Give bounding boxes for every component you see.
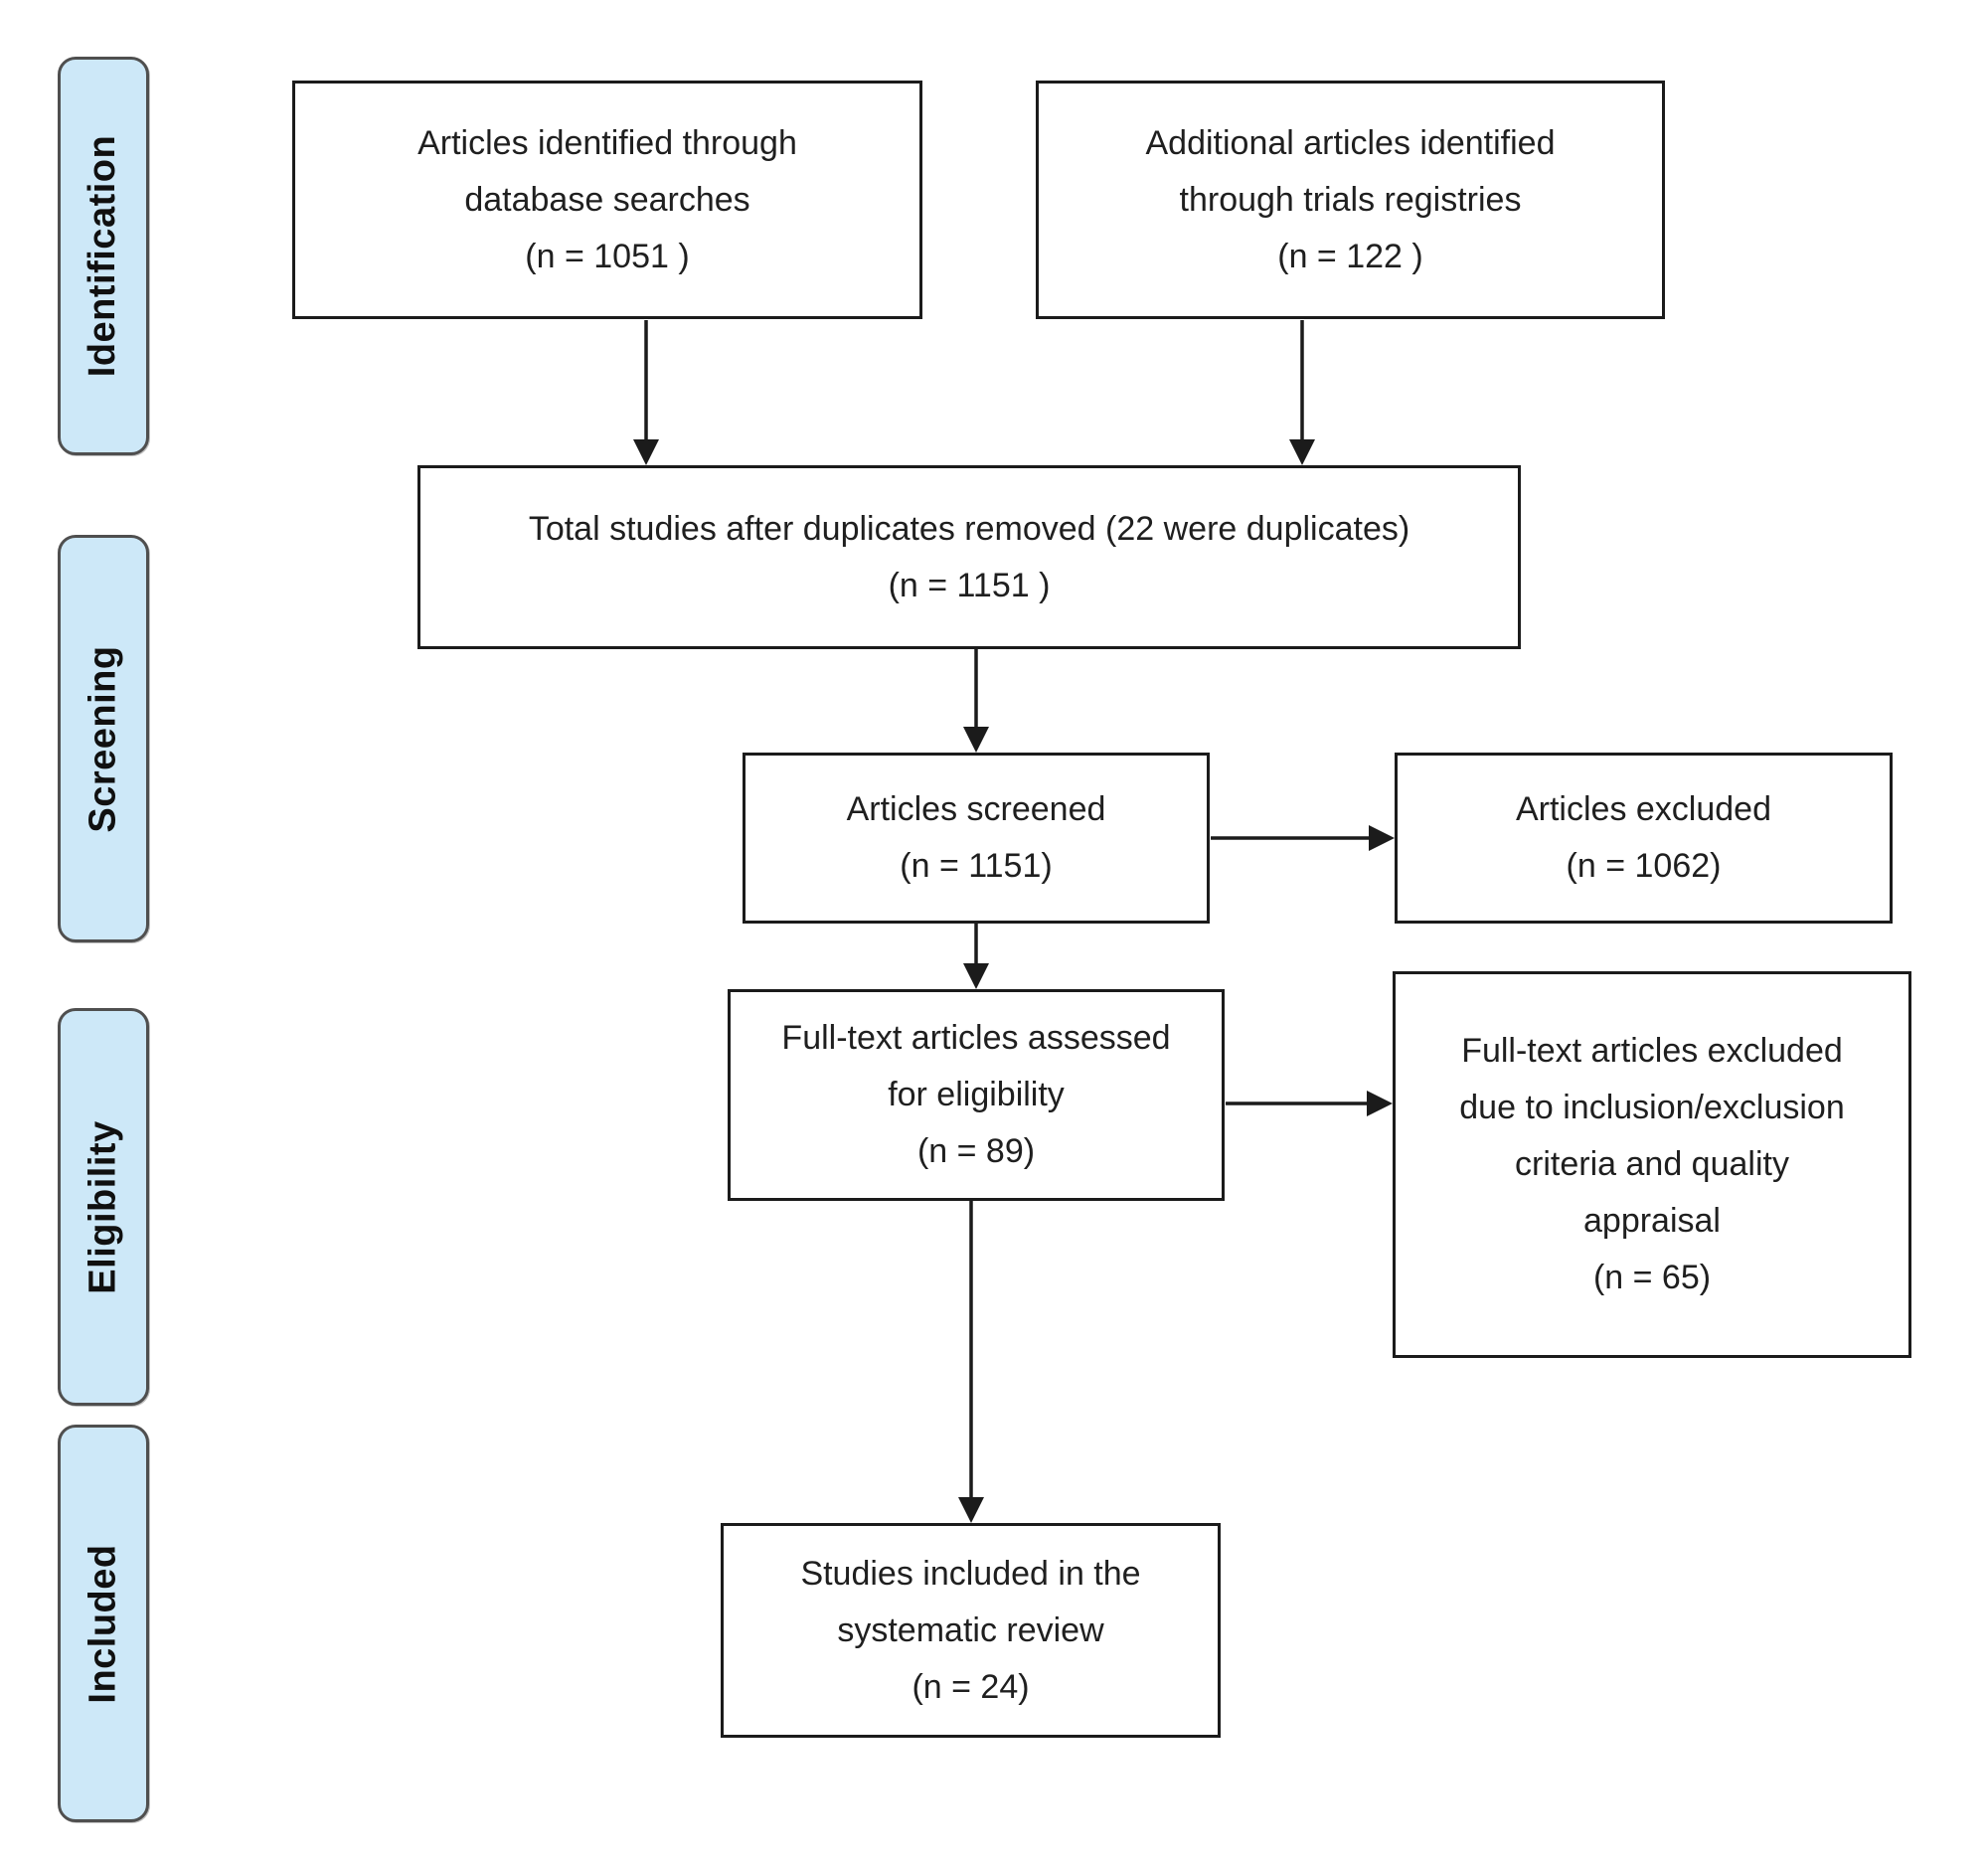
node-articles-excluded: Articles excluded (n = 1062) bbox=[1395, 753, 1893, 924]
arrow-database-to-total bbox=[633, 320, 659, 465]
node-line: Articles identified through bbox=[417, 123, 797, 162]
node-line: appraisal bbox=[1583, 1202, 1721, 1240]
node-fulltext-assessed: Full-text articles assessed for eligibil… bbox=[728, 989, 1225, 1201]
node-line: (n = 1151 ) bbox=[888, 566, 1051, 604]
stage-included-label: Included bbox=[82, 1543, 124, 1704]
arrow-fulltext-to-excluded bbox=[1226, 1091, 1393, 1116]
node-line: systematic review bbox=[837, 1610, 1104, 1649]
node-line: (n = 24) bbox=[911, 1667, 1030, 1706]
stage-screening-label: Screening bbox=[82, 644, 124, 833]
node-total-after-duplicates: Total studies after duplicates removed (… bbox=[417, 465, 1521, 649]
arrow-total-to-screened bbox=[963, 649, 989, 753]
node-line: (n = 1062) bbox=[1566, 847, 1722, 885]
stage-identification: Identification bbox=[58, 57, 149, 455]
arrow-fulltext-to-included bbox=[958, 1201, 984, 1523]
node-line: Articles excluded bbox=[1515, 790, 1771, 828]
node-line: (n = 65) bbox=[1592, 1259, 1712, 1296]
node-line: Full-text articles assessed bbox=[781, 1019, 1171, 1057]
node-articles-identified-registries: Additional articles identified through t… bbox=[1036, 81, 1665, 319]
stage-screening: Screening bbox=[58, 535, 149, 942]
arrow-screened-to-excluded bbox=[1211, 825, 1395, 851]
node-line: through trials registries bbox=[1179, 180, 1522, 219]
node-fulltext-excluded: Full-text articles excluded due to inclu… bbox=[1393, 971, 1911, 1358]
node-line: Total studies after duplicates removed (… bbox=[528, 509, 1410, 548]
stage-eligibility: Eligibility bbox=[58, 1008, 149, 1406]
node-line: (n = 122 ) bbox=[1277, 237, 1423, 275]
node-line: (n = 89) bbox=[916, 1132, 1036, 1170]
stage-included: Included bbox=[58, 1425, 149, 1822]
node-line: database searches bbox=[464, 180, 750, 219]
node-line: criteria and quality bbox=[1515, 1145, 1789, 1183]
arrow-registries-to-total bbox=[1289, 320, 1315, 465]
node-line: (n = 1151) bbox=[900, 847, 1053, 885]
node-articles-screened: Articles screened (n = 1151) bbox=[743, 753, 1210, 924]
node-line: (n = 1051 ) bbox=[525, 237, 690, 275]
node-line: Articles screened bbox=[846, 790, 1106, 828]
node-line: Studies included in the bbox=[800, 1554, 1141, 1593]
node-line: Additional articles identified bbox=[1145, 123, 1556, 162]
stage-eligibility-label: Eligibility bbox=[82, 1119, 124, 1294]
node-line: due to inclusion/exclusion bbox=[1459, 1089, 1845, 1126]
node-line: Full-text articles excluded bbox=[1461, 1032, 1843, 1070]
node-studies-included: Studies included in the systematic revie… bbox=[721, 1523, 1221, 1738]
node-articles-identified-database: Articles identified through database sea… bbox=[292, 81, 922, 319]
stage-identification-label: Identification bbox=[82, 134, 124, 378]
arrow-screened-to-fulltext bbox=[963, 924, 989, 989]
node-line: for eligibility bbox=[888, 1076, 1065, 1113]
